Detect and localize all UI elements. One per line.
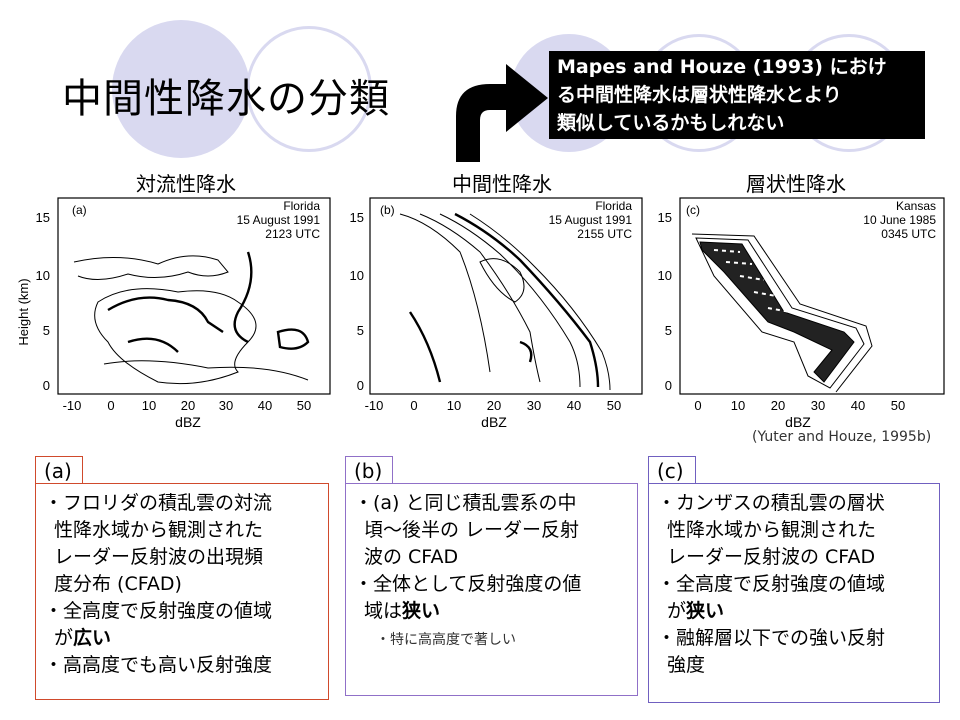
panel-tag: (b)	[380, 203, 395, 217]
x-axis-label: dBZ	[175, 414, 201, 430]
x-tick: 0	[410, 398, 417, 413]
box-line: ・融解層以下での強い反射	[657, 627, 886, 649]
x-tick: 0	[107, 398, 114, 413]
x-tick: 10	[731, 398, 745, 413]
box-line: が狭い	[657, 598, 931, 625]
box-tab-a: (a)	[35, 456, 83, 484]
box-text: 域は	[364, 600, 403, 622]
x-tick: 30	[219, 398, 233, 413]
panel-location: Florida	[595, 199, 632, 213]
decor-circle-2	[246, 26, 372, 152]
panel-tag: (a)	[72, 203, 87, 217]
curved-arrow-icon	[456, 64, 548, 162]
panel-time: 0345 UTC	[881, 227, 936, 241]
box-tab-c: (c)	[648, 456, 696, 484]
box-line: ・全高度で反射強度の値域	[657, 573, 886, 595]
x-tick: 30	[527, 398, 541, 413]
x-tick: 50	[297, 398, 311, 413]
x-tick: 20	[487, 398, 501, 413]
y-tick: 15	[350, 210, 364, 225]
box-line: 域は狭い	[354, 598, 629, 625]
description-box-b: ・(a) と同じ積乱雲系の中 頃～後半の レーダー反射 波の CFAD ・全体と…	[345, 483, 638, 696]
panel-heading-stratiform: 層状性降水	[746, 172, 846, 196]
box-line: ・高高度でも高い反射強度	[44, 654, 273, 676]
callout-line: Mapes and Houze (1993) におけ	[557, 56, 887, 78]
x-axis-label: dBZ	[481, 414, 507, 430]
callout-box: Mapes and Houze (1993) におけ る中間性降水は層状性降水と…	[549, 51, 925, 139]
x-tick: 0	[694, 398, 701, 413]
panel-date: 15 August 1991	[549, 213, 633, 227]
x-axis-label: dBZ	[785, 414, 811, 430]
box-line: レーダー反射波の CFAD	[667, 546, 876, 568]
x-tick: 40	[258, 398, 272, 413]
y-tick: 5	[665, 323, 672, 338]
source-credit: (Yuter and Houze, 1995b)	[752, 429, 932, 445]
page-title: 中間性降水の分類	[62, 76, 390, 122]
x-tick: 20	[771, 398, 785, 413]
box-emphasis: 狭い	[402, 600, 441, 622]
description-box-a: ・フロリダの積乱雲の対流 性降水域から観測された レーダー反射波の出現頻 度分布…	[35, 483, 329, 700]
box-emphasis: 狭い	[686, 600, 725, 622]
y-tick: 0	[357, 378, 364, 393]
y-tick: 10	[350, 268, 364, 283]
box-line: ・カンザスの積乱雲の層状	[657, 492, 885, 514]
box-line: ・全高度で反射強度の値域	[44, 600, 273, 622]
y-tick: 15	[36, 210, 50, 225]
decor-circle-1	[112, 20, 250, 158]
panel-date: 10 June 1985	[863, 213, 936, 227]
y-tick: 5	[43, 323, 50, 338]
box-line: 波の CFAD	[364, 546, 459, 568]
box-tab-b: (b)	[345, 456, 393, 484]
panel-heading-convective: 対流性降水	[136, 172, 236, 196]
description-box-c: ・カンザスの積乱雲の層状 性降水域から観測された レーダー反射波の CFAD ・…	[648, 483, 940, 703]
box-text: が	[54, 627, 74, 649]
cfad-plot-c: 15 10 5 0 (c) Kansas 10 June 1985 0345 U…	[658, 197, 945, 430]
x-tick: 20	[181, 398, 195, 413]
panel-location: Kansas	[896, 199, 936, 213]
x-tick: -10	[365, 398, 384, 413]
y-tick: 10	[658, 268, 672, 283]
x-tick: 10	[142, 398, 156, 413]
x-tick: 30	[811, 398, 825, 413]
box-line: ・(a) と同じ積乱雲系の中	[354, 492, 577, 514]
x-tick: 50	[607, 398, 621, 413]
box-line: 性降水域から観測された	[54, 519, 264, 541]
panel-tag: (c)	[686, 203, 700, 217]
callout-line: 類似しているかもしれない	[557, 112, 785, 134]
panel-location: Florida	[283, 199, 320, 213]
callout-line: る中間性降水は層状性降水とより	[557, 84, 842, 106]
x-tick: 10	[447, 398, 461, 413]
y-tick: 0	[43, 378, 50, 393]
panel-date: 15 August 1991	[237, 213, 321, 227]
x-tick: 50	[891, 398, 905, 413]
box-line: レーダー反射波の出現頻	[54, 546, 264, 568]
box-line: 強度	[667, 654, 706, 676]
box-emphasis: 広い	[73, 627, 112, 649]
box-text: が	[667, 600, 687, 622]
x-tick: 40	[851, 398, 865, 413]
panel-time: 2155 UTC	[577, 227, 632, 241]
box-line: 性降水域から観測された	[667, 519, 877, 541]
box-line: 度分布 (CFAD)	[54, 573, 182, 595]
panel-heading-intermediate: 中間性降水	[452, 172, 552, 196]
x-tick: -10	[63, 398, 82, 413]
cfad-plot-b: 15 10 5 0 (b) Florida 15 August 1991 215…	[350, 197, 643, 430]
box-line: 頃～後半の レーダー反射	[364, 519, 580, 541]
y-tick: 5	[357, 323, 364, 338]
box-line: ・全体として反射強度の値	[354, 573, 582, 595]
y-axis-label: Height (km)	[16, 278, 31, 345]
box-note: ・特に高高度で著しい	[376, 632, 516, 648]
y-tick: 15	[658, 210, 672, 225]
box-line: ・フロリダの積乱雲の対流	[44, 492, 273, 514]
panel-time: 2123 UTC	[265, 227, 320, 241]
box-line: が広い	[44, 625, 320, 652]
cfad-plot-a: Height (km) 15 10 5 0 (a) Florida 15 Aug…	[16, 197, 331, 430]
y-tick: 0	[665, 378, 672, 393]
x-tick: 40	[567, 398, 581, 413]
y-tick: 10	[36, 268, 50, 283]
